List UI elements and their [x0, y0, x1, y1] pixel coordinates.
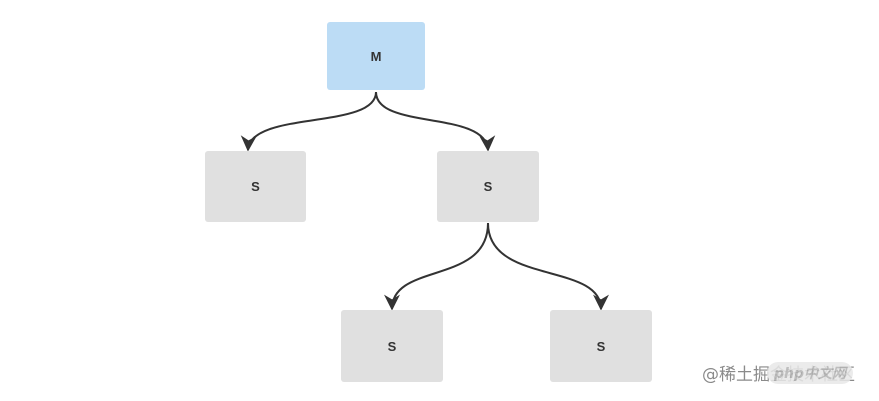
edge-right-to-left-child [384, 222, 489, 311]
node-slave-right: S [437, 151, 539, 222]
php-logo-badge: php中文网 [767, 361, 854, 384]
node-slave-right-left-child: S [341, 310, 443, 382]
node-slave-right-right-child: S [550, 310, 652, 382]
watermark: @稀土掘金技术社区 php中文网 [702, 360, 855, 385]
edge-root-to-left [240, 91, 377, 152]
node-slave-left: S [205, 151, 306, 222]
edge-root-to-right [375, 91, 496, 152]
edge-right-to-right-child [487, 222, 609, 311]
node-master: M [327, 22, 425, 90]
